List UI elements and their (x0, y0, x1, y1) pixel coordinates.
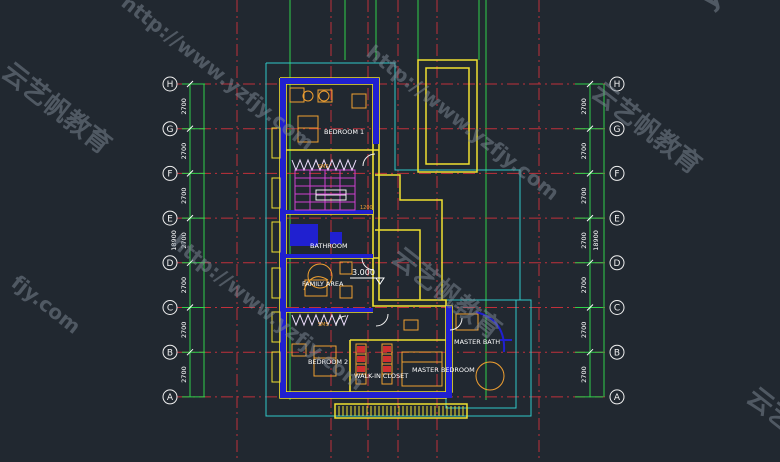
dim-label-left-6: 2700 (180, 322, 188, 339)
axis-bubble-f-right: F (609, 165, 625, 181)
dim-label-right-2: 2700 (580, 143, 588, 160)
dim-label-left-3: 2700 (180, 187, 188, 204)
room-label-master-bedroom: MASTER BEDROOM (412, 366, 475, 374)
vertical-axis-lines (236, 0, 540, 458)
svg-text:G: G (614, 125, 621, 135)
master-bath-detail (475, 311, 512, 353)
wardrobe-hangers (291, 158, 357, 327)
svg-text:H: H (167, 80, 174, 90)
svg-text:B: B (167, 348, 173, 358)
tag-1200: 1200 (360, 205, 373, 211)
dim-label-left-7: 2700 (180, 366, 188, 383)
axis-bubble-g-left: G (162, 121, 178, 137)
elevation-value: 3.000 (352, 268, 375, 277)
windows-left (271, 127, 281, 383)
axis-bubble-b-right: B (609, 344, 625, 360)
tag-sms-1: SMS (318, 164, 329, 170)
dim-total-right: 18900 (592, 230, 600, 251)
watermark-domain: fjy.com (7, 270, 85, 339)
dimension-chains: 2700 2700 2700 2700 2700 2700 2700 2700 2700 2700… (170, 80, 605, 397)
watermark-cn-frag: 云艺 (741, 382, 780, 438)
dim-label-left-1: 2700 (180, 98, 188, 115)
balcony (334, 403, 468, 419)
svg-text:H: H (614, 80, 621, 90)
dim-total-left: 18900 (170, 230, 178, 251)
axis-bubble-a-left: A (162, 389, 178, 405)
watermark-short: yzfjy (696, 0, 769, 16)
dim-label-right-3: 2700 (580, 187, 588, 204)
axis-bubble-d-left: D (162, 255, 178, 271)
svg-text:D: D (614, 259, 621, 269)
dim-label-right-4: 2700 (580, 232, 588, 249)
room-labels: BEDROOM 1 BATHROOM FAMILY AREA BEDROOM 2… (302, 128, 500, 380)
svg-text:C: C (167, 304, 173, 314)
svg-text:A: A (614, 393, 621, 403)
axis-bubble-f-left: F (162, 165, 178, 181)
svg-text:A: A (167, 393, 174, 403)
axis-bubble-c-left: C (162, 300, 178, 315)
axis-bubble-b-left: B (162, 344, 178, 360)
room-label-master-bath: MASTER BATH (454, 338, 500, 346)
stair-landing (315, 189, 347, 201)
elevation-marker: 3.000 (350, 268, 385, 285)
dim-label-left-5: 2700 (180, 277, 188, 294)
stair-detail (294, 169, 356, 211)
door-swings (335, 153, 463, 331)
wall-fill-blue (280, 78, 452, 398)
dim-label-right-6: 2700 (580, 322, 588, 339)
svg-text:G: G (167, 125, 174, 135)
furniture (289, 87, 505, 391)
svg-text:E: E (614, 214, 620, 224)
dim-label-left-2: 2700 (180, 143, 188, 160)
axis-bubble-c-right: C (609, 300, 625, 315)
dim-label-right-1: 2700 (580, 98, 588, 115)
axis-bubble-a-right: A (609, 389, 625, 405)
vertical-green-lines (289, 0, 487, 400)
roof-terrace (375, 59, 478, 300)
axis-bubble-e-right: E (609, 210, 625, 226)
room-label-walk-in-closet: WALK-IN CLOSET (354, 372, 408, 380)
axis-bubble-d-right: D (609, 255, 625, 271)
dimension-tags: 1200 SMS SMS (318, 164, 373, 328)
axis-bubble-h-left: H (162, 76, 178, 92)
tag-sms-2: SMS (318, 322, 329, 328)
axis-bubble-e-left: E (162, 210, 178, 226)
dim-label-left-4: 2700 (180, 232, 188, 249)
svg-text:E: E (167, 214, 173, 224)
svg-text:F: F (614, 170, 619, 180)
dim-label-right-7: 2700 (580, 366, 588, 383)
watermark-cn-2: 云艺帆教育 (0, 56, 117, 160)
walk-in-shelving (357, 346, 391, 372)
svg-text:D: D (167, 259, 174, 269)
axis-bubble-g-right: G (609, 121, 625, 137)
svg-text:F: F (167, 170, 172, 180)
watermark-url-1: http://www.yzfjy.com (362, 40, 564, 205)
axis-bubble-h-right: H (609, 76, 625, 92)
room-label-family-area: FAMILY AREA (302, 280, 344, 288)
svg-text:B: B (614, 348, 620, 358)
dim-label-right-5: 2700 (580, 277, 588, 294)
svg-text:C: C (614, 304, 620, 314)
room-label-bathroom: BATHROOM (310, 242, 348, 250)
room-label-bedroom1: BEDROOM 1 (324, 128, 364, 136)
room-label-bedroom2: BEDROOM 2 (308, 358, 348, 366)
